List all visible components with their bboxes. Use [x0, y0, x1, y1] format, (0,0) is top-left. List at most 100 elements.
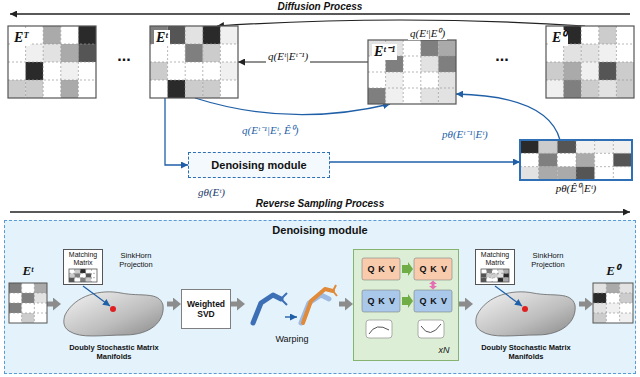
connector — [579, 302, 585, 307]
connector — [339, 302, 345, 307]
matrix-cell — [185, 80, 203, 98]
grid-line — [538, 140, 539, 180]
matrix-cell — [69, 269, 75, 273]
connector — [231, 302, 237, 307]
qkv-letter: Q — [366, 295, 376, 307]
matrix-cell — [593, 313, 606, 323]
projection-arrow — [495, 286, 522, 306]
grid-line — [593, 293, 633, 294]
grid-line — [593, 303, 633, 304]
matrix-cell — [606, 303, 619, 313]
matrix-cell — [498, 273, 504, 277]
matching-matrix-label-holder: Matching Matrix — [476, 251, 514, 267]
matrix-cell — [503, 278, 509, 282]
matrix-cell — [26, 80, 44, 98]
matrix-cell — [481, 278, 487, 282]
matrix-border — [69, 269, 97, 282]
matrix-cell — [498, 269, 504, 273]
qkv-letter: Q — [366, 263, 376, 275]
matrix-cell — [34, 283, 47, 293]
matrix-cell — [75, 269, 81, 273]
matrix-cell — [520, 140, 539, 153]
matrix-cell — [503, 273, 509, 277]
qkv-letter-holder: V — [439, 295, 449, 307]
matrix-cell — [599, 44, 617, 62]
repeat-label: xN — [432, 345, 456, 356]
matrix-cell — [581, 44, 599, 62]
edge-label-holder: pθ(Eᵗ⁻¹|Eᵗ) — [440, 124, 490, 142]
matrix-cell — [481, 269, 487, 273]
matrix-cell — [34, 293, 47, 303]
grid-line — [481, 273, 509, 274]
grid-line — [150, 62, 238, 63]
matrix-cell — [576, 167, 595, 180]
projected-point — [522, 306, 528, 312]
matrix-cell — [492, 269, 498, 273]
grid-line — [403, 40, 404, 104]
edge-label: gθ(Eᵗ) — [196, 186, 227, 199]
matrix-cell — [620, 303, 633, 313]
matrix-cell — [616, 26, 634, 44]
matrix-cell — [22, 303, 35, 313]
ellipsis-holder: ... — [110, 48, 138, 64]
matrix-cell — [616, 44, 634, 62]
matrix-cell — [43, 80, 61, 98]
matrix-label: Eᵗ — [9, 263, 47, 279]
matrix-label-holder: Eᵗ — [9, 263, 47, 279]
matrix-cell — [546, 44, 564, 62]
matrix-cell — [438, 40, 456, 56]
grid-line — [9, 293, 47, 294]
matrix-cell — [8, 80, 26, 98]
matrix-cell — [22, 293, 35, 303]
qkv-letter-holder: K — [377, 295, 387, 307]
matrix-cell — [613, 140, 632, 153]
matrix-cell — [564, 80, 582, 98]
edge-label: q(Eᵗ⁻¹|Eᵗ, Ê⁰) — [240, 124, 301, 137]
qkv-letter: Q — [418, 263, 428, 275]
grid-line — [9, 313, 47, 314]
svd-box: Weighted SVD — [181, 289, 231, 329]
grid-line — [8, 80, 96, 81]
grid-line — [492, 269, 493, 282]
process-title-holder: Reverse Sampling Process — [0, 198, 640, 209]
qkv-letter-holder: K — [377, 263, 387, 275]
predicted-matrix: pθ(Ê⁰|Eᵗ) — [520, 140, 632, 196]
flow-arrow — [402, 294, 413, 308]
grid-line — [486, 269, 487, 282]
matrix-grid — [69, 269, 97, 282]
matrix-cell — [150, 44, 168, 62]
matrix-cell — [481, 273, 487, 277]
connector — [459, 302, 465, 307]
matrix-cell — [403, 88, 421, 104]
matrix-cell — [91, 273, 97, 277]
matrix-cell — [595, 167, 614, 180]
matrix-cell — [557, 167, 576, 180]
grid-line — [368, 72, 456, 73]
matrix-cell — [168, 26, 186, 44]
matrix-cell — [61, 62, 79, 80]
manifold-label-holder: Doubly Stochastic Matrix Manifolds — [61, 343, 167, 361]
matching-matrix-label: Matching Matrix — [64, 251, 102, 267]
matrix: Eᵀ — [8, 26, 96, 98]
matrix-cell — [220, 80, 238, 98]
qkv-tile — [362, 258, 400, 280]
grid-line — [85, 269, 86, 282]
grid-line — [546, 80, 634, 81]
grid-line — [598, 26, 599, 98]
matrix-cell — [43, 62, 61, 80]
manifold-label-holder: Doubly Stochastic Matrix Manifolds — [473, 343, 579, 361]
denoising-panel: Denoising moduleEᵗMatching MatrixSinkHor… — [4, 220, 636, 374]
qkv-letter-holder: V — [439, 263, 449, 275]
grid-line — [91, 269, 92, 282]
qkv-letter: K — [377, 295, 387, 307]
matrix-cell — [581, 80, 599, 98]
matrix-cell — [203, 80, 221, 98]
matrix-cell — [26, 62, 44, 80]
matrix-grid — [593, 283, 633, 323]
matrix-cell — [61, 26, 79, 44]
matrix-cell — [368, 88, 386, 104]
matrix-cell — [22, 283, 35, 293]
ellipsis-holder: ... — [488, 48, 516, 64]
grid-line — [34, 283, 35, 323]
matrix-cell — [150, 62, 168, 80]
